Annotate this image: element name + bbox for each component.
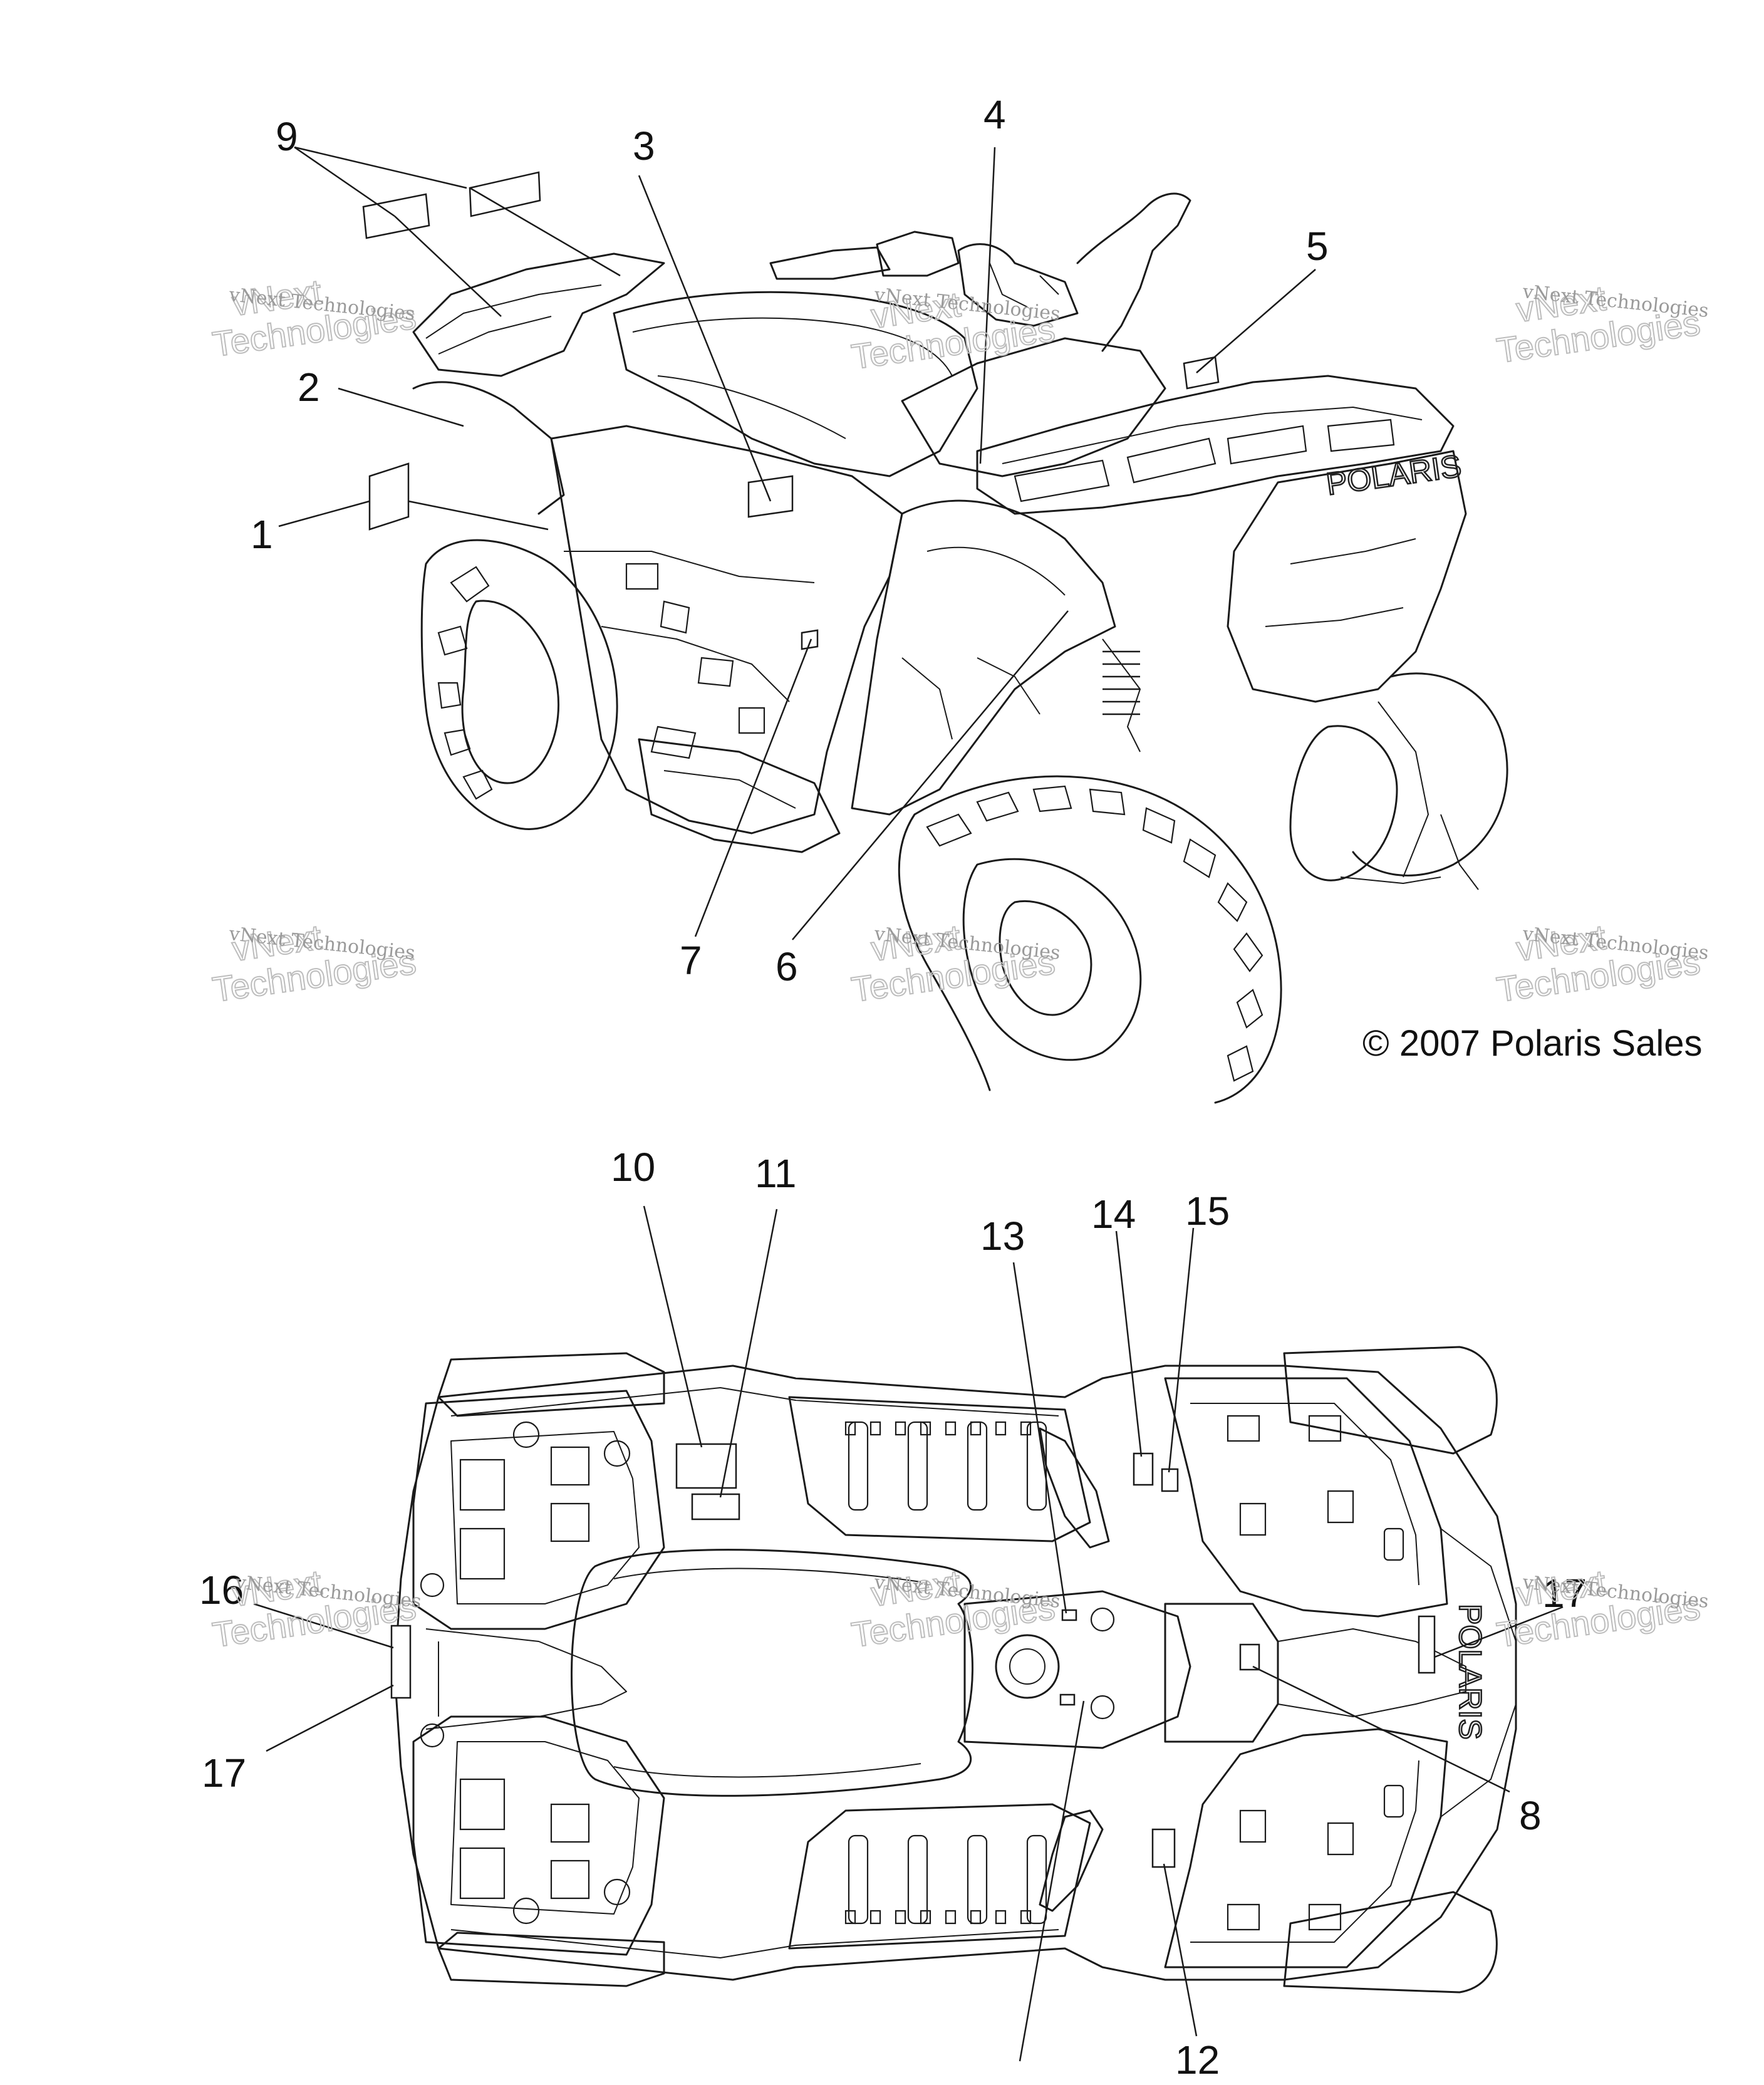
decal-12: [1151, 1828, 1176, 1868]
callout-4: 4: [983, 92, 1006, 137]
decal-9b: [469, 171, 541, 217]
decal-3: [747, 475, 794, 518]
leader-lines-bottom: [253, 1205, 1564, 2062]
callout-numbers: 9 3 4 5 2 1 7 6 10 11 13 14 15 16 17 17 …: [199, 92, 1587, 2082]
callout-17-rear: 17: [202, 1750, 246, 1796]
callout-15: 15: [1185, 1188, 1230, 1234]
callout-1: 1: [251, 512, 273, 557]
decal-7: [801, 629, 819, 650]
atv-top-view: [393, 1346, 1517, 1994]
callout-13: 13: [980, 1214, 1025, 1259]
brand-text-bottom: POLARIS: [1453, 1604, 1488, 1740]
decal-5: [1183, 356, 1220, 390]
callout-14: 14: [1091, 1192, 1136, 1237]
decal-shapes-bottom: [390, 1443, 1436, 1868]
callout-10: 10: [611, 1145, 655, 1190]
decal-16-17: [390, 1625, 412, 1699]
callout-5: 5: [1306, 224, 1329, 269]
decal-15: [1161, 1468, 1179, 1492]
decal-17-front: [1418, 1615, 1436, 1674]
callout-7: 7: [680, 938, 702, 983]
decal-12a: [1059, 1693, 1076, 1706]
callout-3: 3: [633, 123, 655, 169]
decal-13: [1061, 1609, 1077, 1621]
callout-11: 11: [755, 1151, 796, 1196]
decal-1: [368, 462, 410, 531]
decal-14: [1133, 1452, 1154, 1486]
callout-16: 16: [199, 1568, 244, 1613]
brand-text-top: POLARIS: [1324, 448, 1463, 502]
watermarks: vNext Technologies vNext Technologies vN…: [209, 271, 1710, 1655]
copyright-text: © 2007 Polaris Sales: [1362, 1023, 1702, 1064]
decal-8: [1239, 1643, 1260, 1671]
atv-side-view: [412, 192, 1508, 1104]
callout-6: 6: [776, 944, 798, 989]
decal-11: [691, 1493, 740, 1521]
callout-8: 8: [1519, 1793, 1542, 1838]
callout-12: 12: [1175, 2037, 1220, 2082]
callout-2: 2: [298, 365, 320, 410]
leader-lines-top: [278, 146, 1316, 940]
callout-9: 9: [276, 114, 298, 159]
callout-17-front: 17: [1542, 1571, 1587, 1616]
decal-shapes-top: [362, 171, 1220, 650]
